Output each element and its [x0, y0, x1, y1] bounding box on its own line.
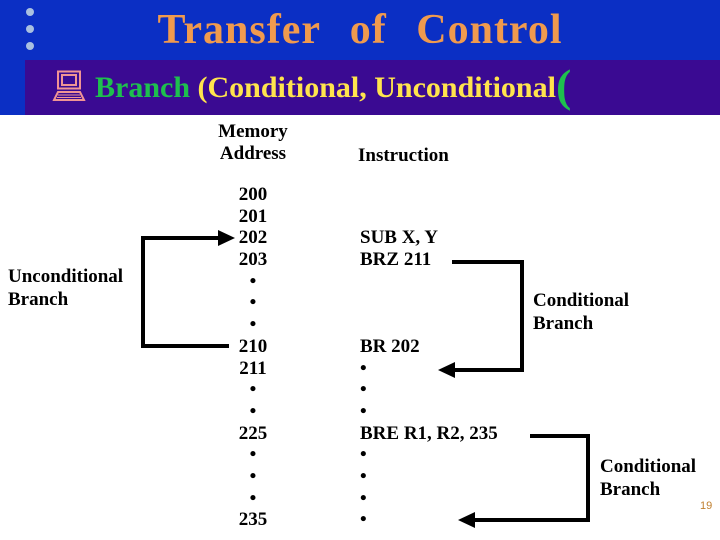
dot-icon: [26, 42, 34, 50]
unconditional-branch-label-line2: Branch: [8, 289, 69, 310]
memory-address-cell: •: [249, 444, 257, 466]
memory-header-line1: Memory: [218, 121, 288, 142]
subtitle-paren-text: (Conditional, Unconditional: [197, 70, 556, 104]
table-row: 201: [0, 206, 720, 228]
memory-address-cell: 225: [238, 422, 268, 444]
table-row: •: [0, 271, 720, 293]
instruction-cell: •: [360, 509, 367, 531]
unconditional-branch-line-top: [141, 236, 219, 240]
conditional-branch2-label-line1: Conditional: [600, 456, 697, 477]
unconditional-branch-line-vertical: [141, 236, 145, 348]
conditional-branch1-line-bottom: [453, 368, 524, 372]
instruction-cell: •: [360, 400, 367, 422]
memory-address-cell: •: [249, 487, 257, 509]
memory-address-cell: •: [249, 400, 257, 422]
memory-address-cell: •: [249, 292, 257, 314]
instruction-cell: BRZ 211: [360, 249, 432, 271]
conditional-branch-label-1: Conditional Branch: [533, 289, 629, 335]
conditional-branch2-label-line2: Branch: [600, 479, 661, 500]
table-row: ••: [0, 401, 720, 423]
table-row: ••: [0, 444, 720, 466]
table-row: 225 BRE R1, R2, 235: [0, 423, 720, 445]
conditional-branch2-line-top: [530, 434, 590, 438]
memory-address-cell: 210: [238, 335, 268, 357]
conditional-branch2-line-bottom: [473, 518, 590, 522]
table-row: 203 BRZ 211: [0, 249, 720, 271]
conditional-branch1-label-line1: Conditional: [533, 290, 630, 311]
table-row: ••: [0, 466, 720, 488]
table-row: 210 BR 202: [0, 336, 720, 358]
instruction-cell: BRE R1, R2, 235: [360, 422, 498, 444]
table-row: 202 SUB X, Y: [0, 227, 720, 249]
instruction-cell: •: [360, 465, 367, 487]
conditional-branch1-label-line2: Branch: [533, 313, 594, 334]
memory-address-cell: 202: [238, 227, 268, 249]
instruction-cell: •: [360, 444, 367, 466]
conditional-branch1-line-top: [452, 260, 524, 264]
memory-address-cell: •: [249, 379, 257, 401]
subtitle-branch-text: Branch: [95, 70, 198, 104]
conditional-branch-label-2: Conditional Branch: [600, 455, 696, 501]
table-row: 200: [0, 184, 720, 206]
memory-address-cell: •: [249, 465, 257, 487]
instruction-cell: •: [360, 357, 367, 379]
instruction-cell: SUB X, Y: [360, 227, 438, 249]
memory-address-cell: 200: [238, 184, 268, 205]
page-title: Transfer of Control: [157, 7, 563, 53]
conditional-branch1-line-vertical: [520, 260, 524, 372]
table-row: •: [0, 292, 720, 314]
conditional-branch2-arrowhead-icon: [458, 512, 475, 528]
dot-icon: [26, 25, 34, 33]
subtitle-band: [25, 60, 720, 115]
memory-address-cell: 211: [239, 357, 267, 379]
instruction-cell: •: [360, 487, 367, 509]
instruction-cell: •: [360, 379, 367, 401]
memory-header-line2: Address: [219, 143, 287, 164]
memory-address-cell: •: [249, 314, 257, 336]
unconditional-branch-arrowhead-icon: [218, 230, 235, 246]
table-row: •: [0, 314, 720, 336]
computer-icon: [52, 70, 86, 104]
table-row: 211 •: [0, 358, 720, 380]
memory-address-cell: 235: [238, 509, 268, 531]
subtitle: Branch (Conditional, Unconditional (: [95, 60, 571, 115]
unconditional-branch-label: Unconditional Branch: [8, 265, 123, 311]
table-row: 235 •: [0, 509, 720, 531]
memory-address-cell: •: [249, 270, 257, 292]
table-row: ••: [0, 379, 720, 401]
page-number: 19: [700, 500, 713, 512]
memory-address-header: Memory Address: [203, 121, 303, 165]
unconditional-branch-line-bottom: [141, 344, 229, 348]
memory-address-cell: 201: [238, 205, 268, 227]
conditional-branch2-line-vertical: [586, 434, 590, 522]
instruction-cell: BR 202: [360, 335, 420, 357]
unconditional-branch-label-line1: Unconditional: [8, 266, 124, 287]
memory-address-cell: 203: [238, 249, 268, 271]
conditional-branch1-arrowhead-icon: [438, 362, 455, 378]
table-row: ••: [0, 488, 720, 510]
subtitle-closing-paren: (: [555, 59, 572, 111]
instruction-header: Instruction: [358, 145, 449, 166]
dot-icon: [26, 8, 34, 16]
slide-edge-dots: [26, 8, 36, 58]
